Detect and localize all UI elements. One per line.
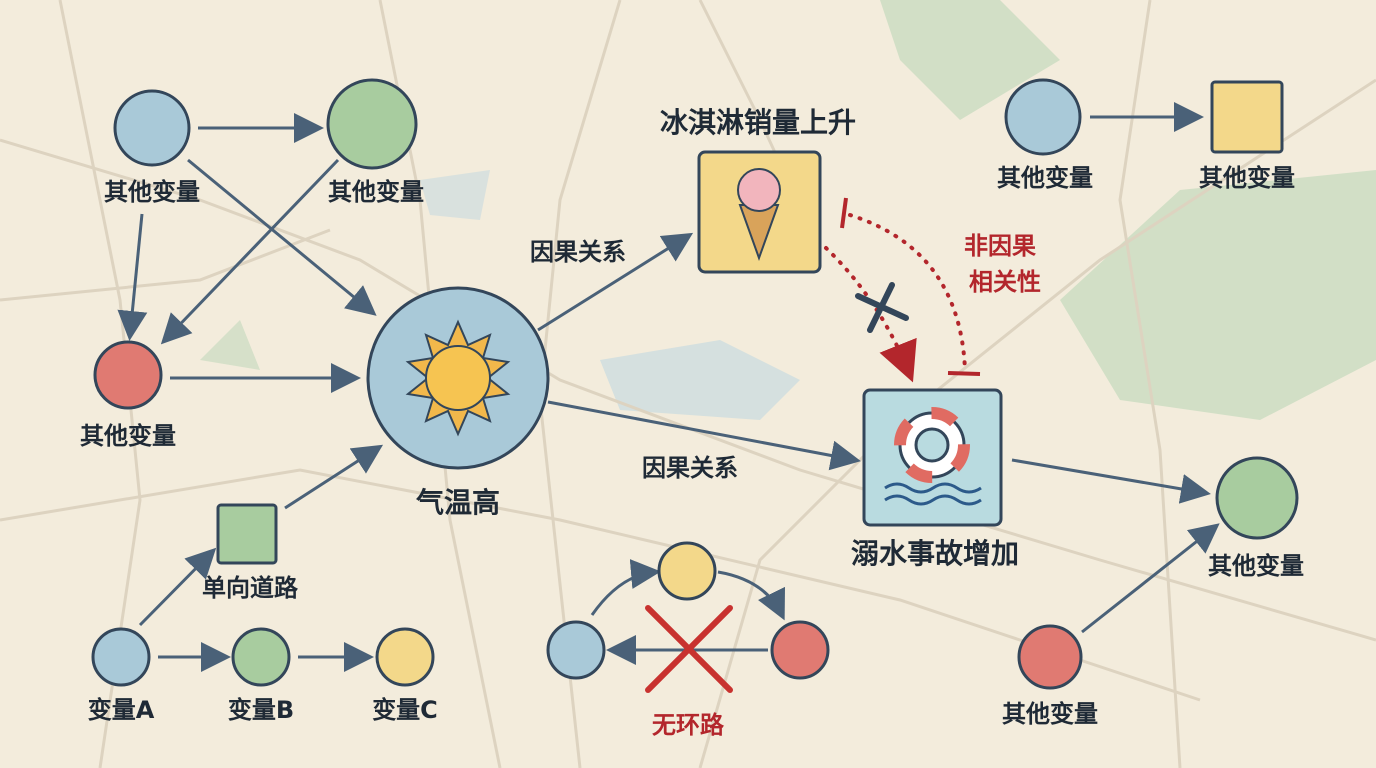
label-non-causal: 非因果: [964, 232, 1036, 260]
labels: 其他变量 其他变量 其他变量 因果关系 因果关系 气温高 冰淇淋销量上升 溺水事…: [80, 106, 1304, 739]
node-cycle: [657, 541, 717, 601]
node-cycle: [770, 620, 830, 680]
label-one-way: 单向道路: [202, 574, 299, 602]
no-cycle-x-icon: [645, 605, 733, 693]
label-var-b: 变量B: [228, 696, 294, 724]
edge: [117, 213, 148, 341]
edge: [187, 158, 377, 316]
label-cause-effect: 因果关系: [642, 454, 738, 482]
label-correlation: 相关性: [969, 268, 1041, 296]
node-var-c: [375, 627, 435, 687]
label-ice-cream: 冰淇淋销量上升: [660, 106, 856, 139]
node-other-variable: [1215, 456, 1299, 540]
label-other-variable: 其他变量: [80, 422, 176, 450]
label-other-variable: 其他变量: [1002, 700, 1098, 728]
node-one-way: [216, 503, 278, 565]
node-other-variable: [1210, 80, 1284, 154]
edge-cycle: [717, 570, 785, 621]
node-cycle: [546, 620, 606, 680]
edge: [1081, 523, 1220, 634]
node-var-a: [91, 627, 151, 687]
edge: [1011, 458, 1211, 504]
label-drowning: 溺水事故增加: [851, 537, 1019, 570]
label-temperature: 气温高: [415, 486, 500, 519]
edge-cause-drowning: [547, 400, 861, 471]
blocked-x-icon: [855, 282, 909, 333]
label-var-c: 变量C: [372, 696, 438, 724]
label-other-variable: 其他变量: [104, 178, 200, 206]
edges: [117, 102, 1220, 672]
ice-cream-icon: [737, 168, 781, 261]
nodes: [91, 78, 1299, 693]
sun-icon: [405, 319, 511, 437]
node-other-variable: [113, 89, 191, 167]
edge: [138, 547, 217, 627]
label-no-cycle: 无环路: [652, 711, 725, 739]
edge-cycle: [590, 559, 661, 616]
label-other-variable: 其他变量: [997, 164, 1093, 192]
label-cause-effect: 因果关系: [530, 238, 626, 266]
label-var-a: 变量A: [88, 696, 155, 724]
non-causal-indicator: [824, 197, 981, 383]
label-other-variable: 其他变量: [328, 178, 424, 206]
life-buoy-icon: [884, 407, 982, 506]
label-other-variable: 其他变量: [1199, 164, 1295, 192]
node-other-variable: [1004, 78, 1082, 156]
edge: [284, 444, 384, 510]
node-other-variable: [1017, 624, 1083, 690]
label-other-variable: 其他变量: [1208, 552, 1304, 580]
edge: [160, 158, 340, 345]
edge-cause-icecream: [537, 232, 694, 332]
node-other-variable: [326, 78, 418, 170]
node-other-variable: [93, 340, 163, 410]
node-var-b: [231, 627, 291, 687]
